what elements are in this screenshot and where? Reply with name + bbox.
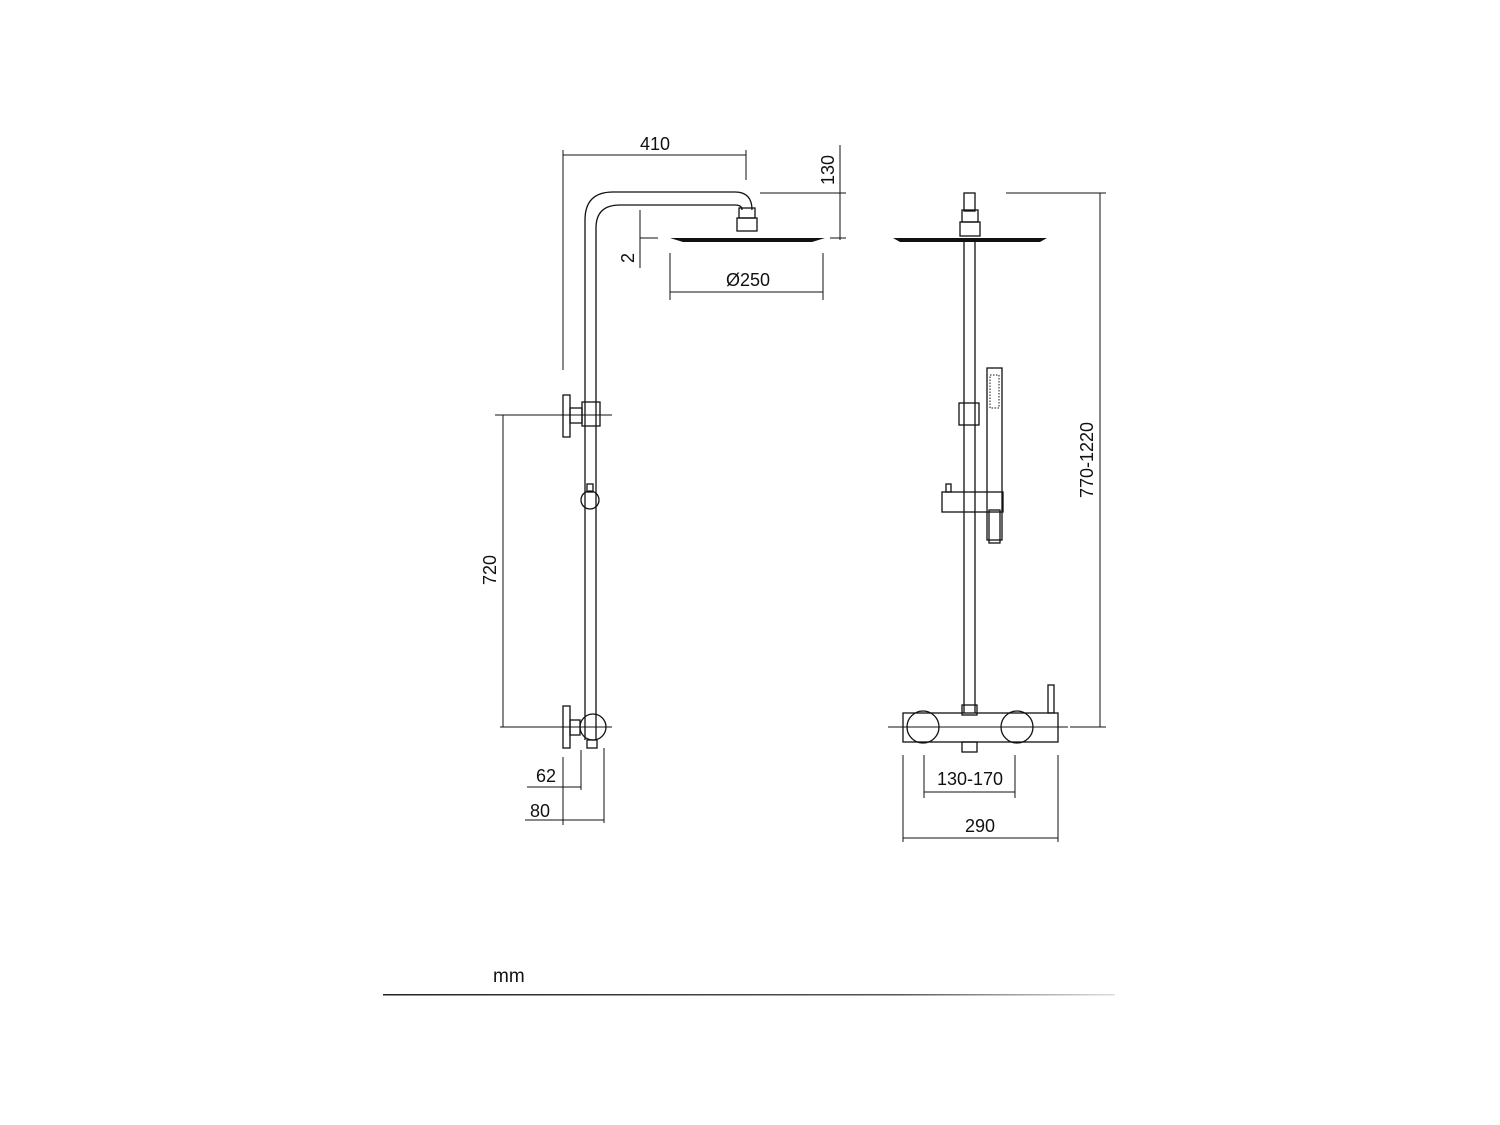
spout [961,741,978,753]
front-view [888,192,1068,753]
outlet-side [586,739,598,749]
dim-80: 80 [530,801,550,821]
dim-410: 410 [640,134,670,154]
dim-720: 720 [480,555,500,585]
footer-rule [383,994,1115,996]
slider-holder [941,491,1004,513]
dim-770-1220: 770-1220 [1077,422,1097,498]
units-label: mm [493,966,525,987]
dim-62: 62 [536,766,556,786]
riser-arm-outer [584,191,753,740]
mixer-lever [1047,684,1055,714]
hose-connector [988,509,1001,544]
riser-arm-inner [595,204,743,740]
upper-bracket [581,401,601,427]
dim-290: 290 [965,816,995,836]
dim-2: 2 [618,253,638,263]
side-view [495,191,825,749]
front-dimensions: 770-1220 130-170 290 [902,192,1106,842]
dim-250: Ø250 [726,270,770,290]
side-dimensions: 410 130 2 Ø250 720 62 80 [480,134,846,825]
dim-130: 130 [818,155,838,185]
dim-130-170: 130-170 [937,769,1003,789]
head-connector-front [959,221,981,237]
bracket-front [958,402,980,426]
hand-shower [986,367,1003,541]
shower-head-front [893,238,1047,242]
upper-wall-plate [562,394,571,438]
slider-knob [586,483,594,493]
shower-head [670,238,825,242]
riser-connector [961,704,978,716]
slider-knob-front [945,483,952,493]
top-fitting [963,192,976,212]
slider [580,490,600,510]
hand-shower-nozzles [989,374,1000,409]
head-connector [736,217,758,232]
top-nut [961,209,979,223]
